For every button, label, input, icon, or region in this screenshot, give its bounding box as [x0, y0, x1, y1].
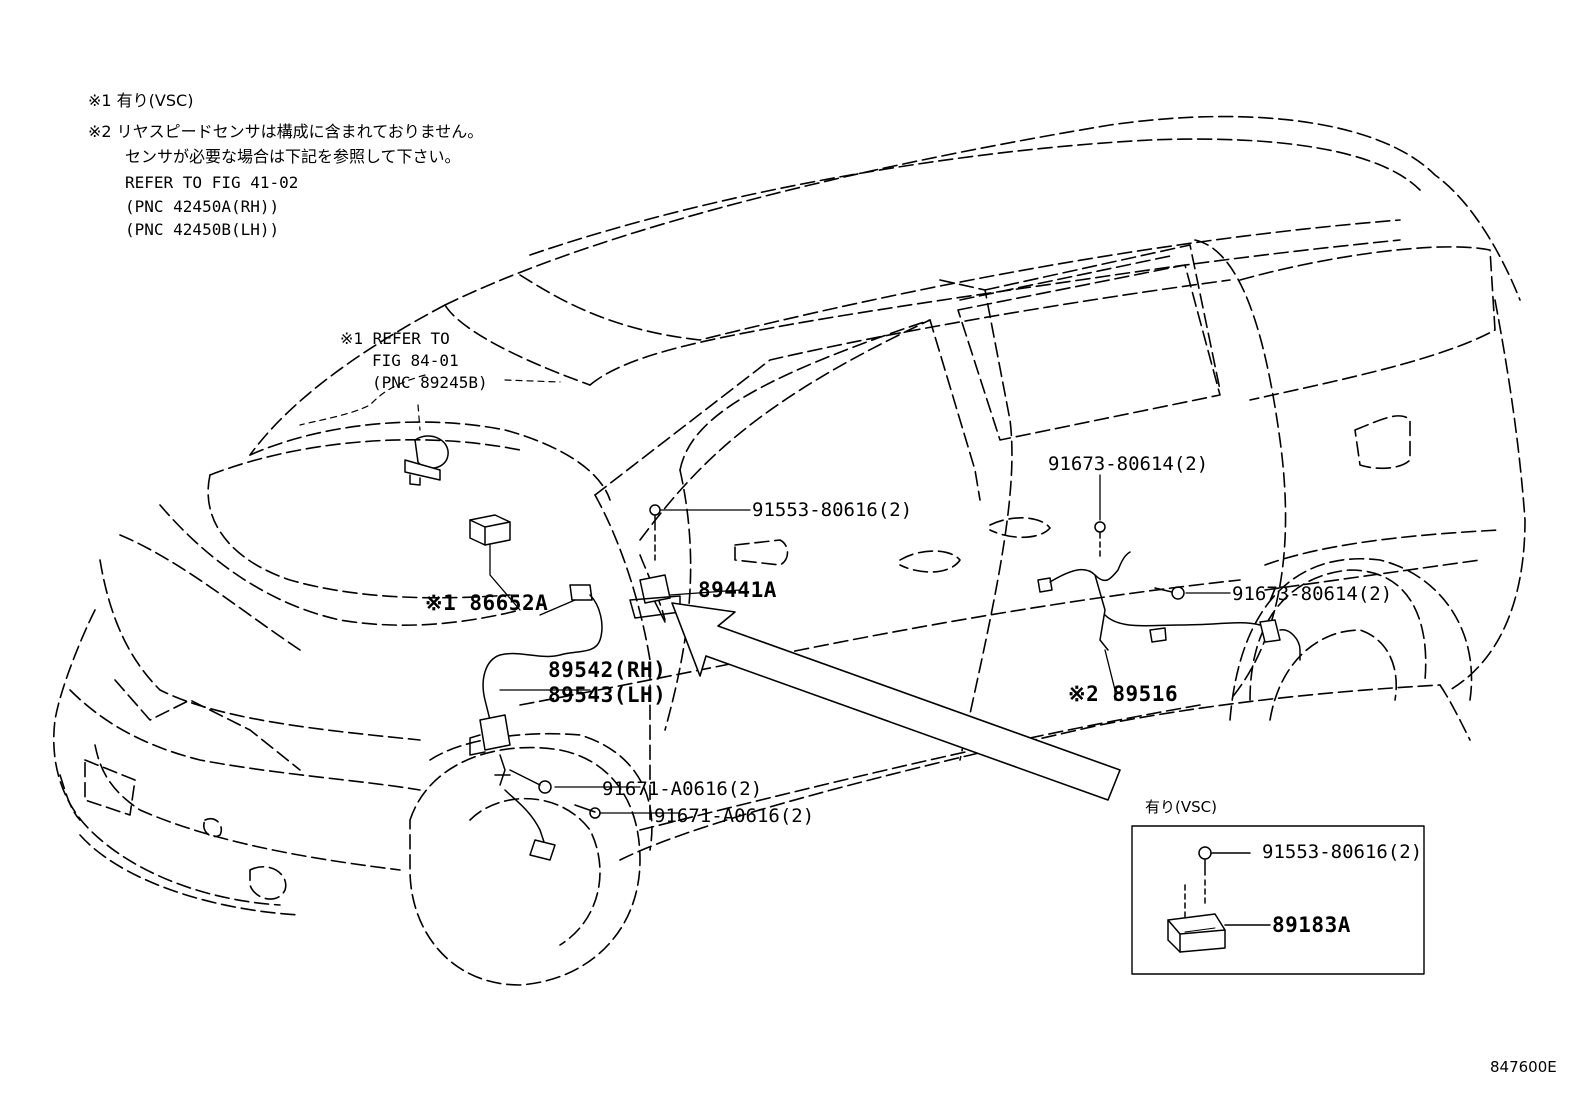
location-arrow — [671, 602, 1121, 801]
figure-id: 847600E — [1490, 1058, 1557, 1076]
inset-frame — [1131, 825, 1425, 975]
label-86652a[interactable]: ※1 86652A — [425, 591, 549, 615]
inset-parts — [1167, 846, 1271, 953]
inset-title: 有り(VSC) — [1145, 798, 1217, 816]
label-89441a[interactable]: 89441A — [698, 578, 777, 602]
inset-label-91553-80616[interactable]: 91553-80616(2) — [1262, 841, 1423, 863]
label-91553-80616-top[interactable]: 91553-80616(2) — [752, 499, 913, 521]
note-rear-sensor-line2: センサが必要な場合は下記を参照して下さい。 — [125, 147, 461, 166]
refer-block-line3: (PNC 89245B) — [372, 373, 488, 392]
pointer-lines — [489, 474, 1231, 814]
note-rear-sensor-line1: ※2 リヤスピードセンサは構成に含まれておりません。 — [88, 122, 484, 141]
label-89543-lh[interactable]: 89543(LH) — [548, 683, 667, 707]
inset-label-89183a[interactable]: 89183A — [1272, 913, 1351, 937]
label-89516[interactable]: ※2 89516 — [1068, 682, 1179, 706]
note-refer-fig: REFER TO FIG 41-02 — [125, 173, 299, 192]
refer-block-line2: FIG 84-01 — [372, 351, 459, 370]
label-91671-a0616-b[interactable]: 91671-A0616(2) — [654, 805, 815, 827]
note-vsc: ※1 有り(VSC) — [88, 91, 194, 110]
note-pnc-lh: (PNC 42450B(LH)) — [125, 220, 280, 239]
leader-lines — [299, 374, 561, 431]
label-91673-80614-a[interactable]: 91673-80614(2) — [1048, 453, 1209, 475]
label-89542-rh[interactable]: 89542(RH) — [548, 658, 667, 682]
note-pnc-rh: (PNC 42450A(RH)) — [125, 197, 280, 216]
label-91673-80614-b[interactable]: 91673-80614(2) — [1232, 583, 1393, 605]
part-drawings — [404, 435, 1301, 861]
vehicle-outline — [52, 115, 1526, 986]
label-91671-a0616-a[interactable]: 91671-A0616(2) — [602, 778, 763, 800]
refer-block-line1: ※1 REFER TO — [340, 329, 450, 348]
